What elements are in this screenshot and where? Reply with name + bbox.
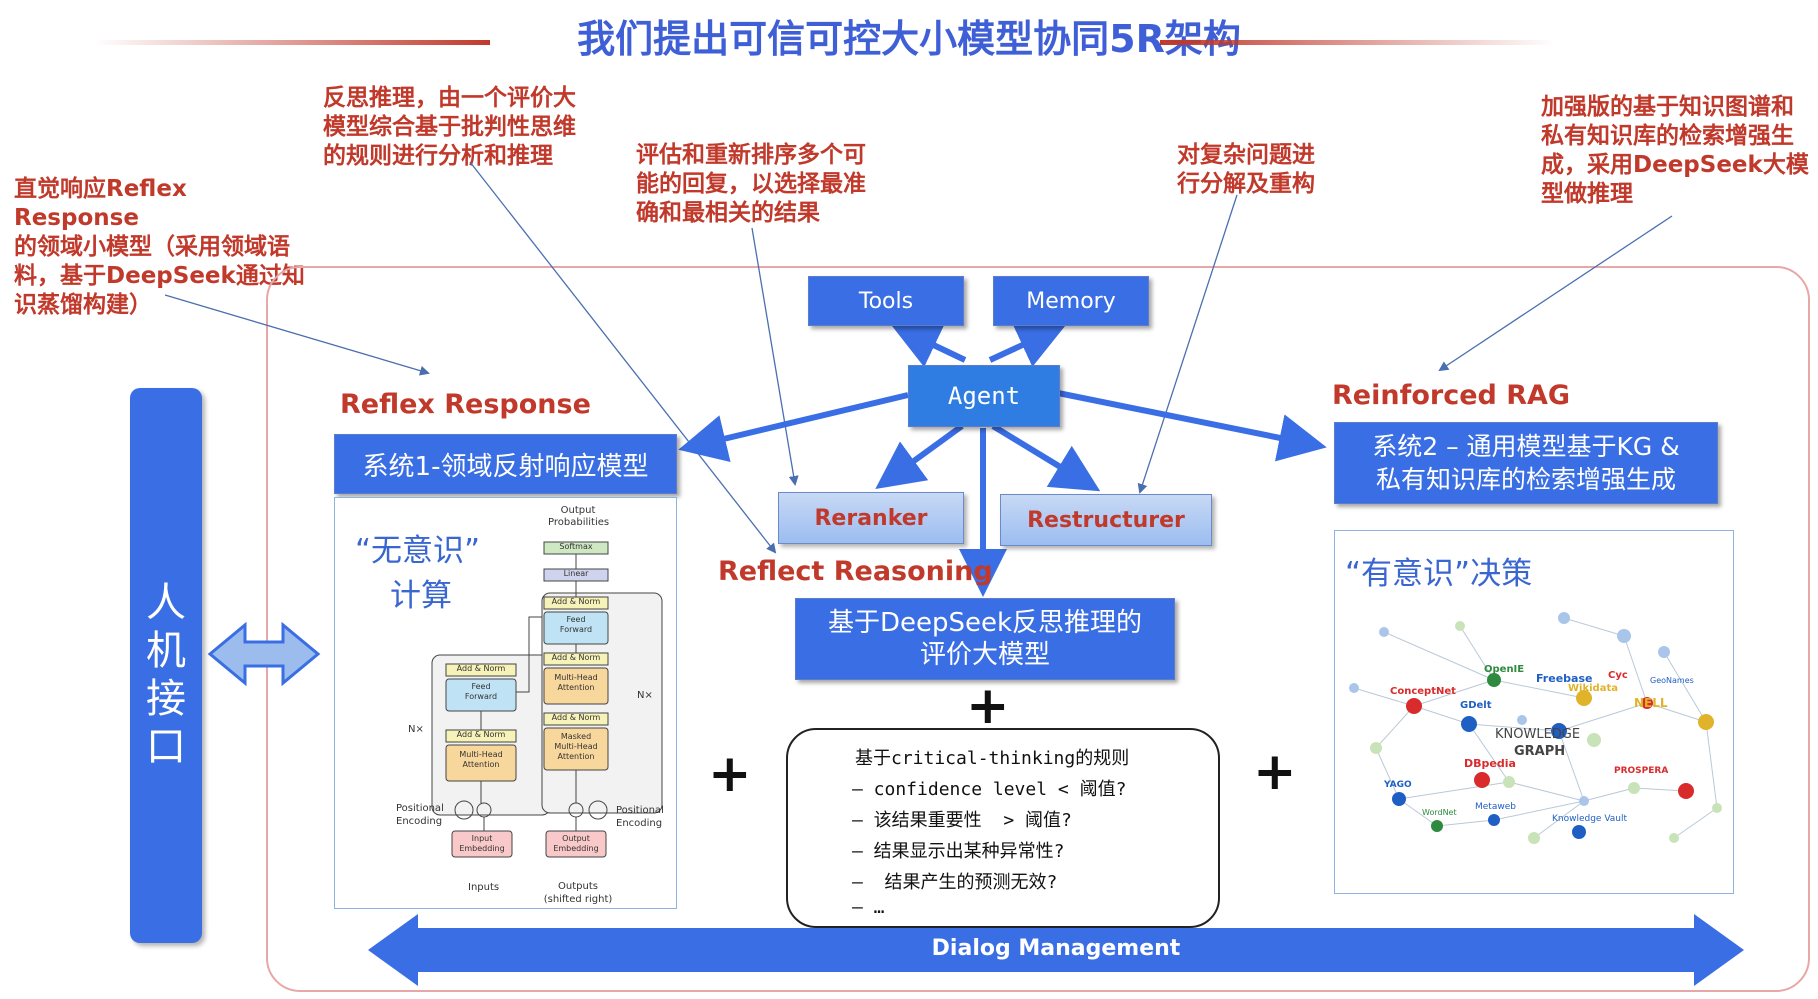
kg-label-geonames: GeoNames bbox=[1650, 676, 1694, 685]
kg-label-knowledge-vault: Knowledge Vault bbox=[1552, 814, 1628, 824]
reflex-model-box: 系统1-领域反射响应模型 bbox=[334, 434, 677, 494]
kg-label-graph: GRAPH bbox=[1514, 744, 1566, 759]
kg-label-metaweb: Metaweb bbox=[1475, 802, 1516, 812]
hmi-char: 机 bbox=[146, 628, 186, 674]
kg-label-conceptnet: ConceptNet bbox=[1390, 686, 1456, 697]
conscious-title: “有意识”决策 bbox=[1345, 556, 1533, 592]
hmi-char: 人 bbox=[146, 580, 186, 626]
tf-dec-addnorm-3: Add & Norm bbox=[551, 597, 601, 606]
kg-label-yago: YAGO bbox=[1384, 780, 1412, 790]
plus-sign: + bbox=[708, 744, 752, 804]
plus-sign: + bbox=[966, 676, 1010, 736]
rule-item: – 该结果重要性 > 阈值? bbox=[852, 810, 1072, 831]
knowledge-graph bbox=[1349, 612, 1722, 844]
tf-dec-addnorm-1: Add & Norm bbox=[551, 713, 601, 722]
title-line-left bbox=[95, 40, 490, 45]
tf-dec-nx: N× bbox=[637, 690, 653, 701]
rule-item: – confidence level < 阈值? bbox=[852, 779, 1127, 800]
rule-item: – 结果产生的预测无效? bbox=[852, 872, 1058, 893]
note-reranker: 评估和重新排序多个可能的回复，以选择最准 确和最相关的结果 bbox=[636, 142, 866, 226]
kg-label-freebase: Freebase bbox=[1536, 672, 1593, 685]
transformer-diagram bbox=[431, 541, 663, 858]
tf-linear: Linear bbox=[563, 569, 589, 578]
evaluator-model-box: 基于DeepSeek反思推理的评价大模型 bbox=[795, 598, 1175, 680]
note-restructurer: 对复杂问题进行分解及重构 bbox=[1177, 142, 1315, 197]
tf-enc-addnorm-2: Add & Norm bbox=[456, 664, 506, 673]
human-machine-interface bbox=[130, 388, 202, 943]
restructurer-box: Restructurer bbox=[1000, 494, 1212, 546]
tf-inputs: Inputs bbox=[468, 882, 500, 893]
hmi-char: 接 bbox=[146, 676, 186, 722]
unconscious-title: “无意识” bbox=[355, 533, 481, 569]
kg-label-wordnet: WordNet bbox=[1422, 808, 1457, 817]
tf-dec-addnorm-2: Add & Norm bbox=[551, 653, 601, 662]
memory-box: Memory bbox=[993, 276, 1149, 326]
kg-label-prospera: PROSPERA bbox=[1614, 766, 1669, 776]
kg-label-wikidata: Wikidata bbox=[1568, 683, 1618, 694]
kg-label-cyc: Cyc bbox=[1608, 670, 1628, 681]
tf-outputs: Outputs(shifted right) bbox=[543, 881, 613, 905]
rule-item: – 结果显示出某种异常性? bbox=[852, 841, 1065, 862]
page-title: 我们提出可信可控大小模型协同5R架构 bbox=[577, 17, 1241, 61]
hmi-char: 口 bbox=[146, 724, 186, 770]
rag-model-box: 系统2 – 通用模型基于KG &私有知识库的检索增强生成 bbox=[1334, 422, 1718, 504]
kg-label-openie: OpenIE bbox=[1484, 664, 1525, 675]
tf-enc-nx: N× bbox=[408, 724, 424, 735]
kg-label-knowledge: KNOWLEDGE bbox=[1495, 727, 1581, 742]
reranker-box: Reranker bbox=[778, 492, 964, 544]
kg-label-nell: NELL bbox=[1634, 696, 1668, 710]
rag-section-title: Reinforced RAG bbox=[1332, 380, 1571, 411]
tf-softmax: Softmax bbox=[559, 542, 593, 551]
agent-box: Agent bbox=[908, 365, 1060, 427]
reflex-section-title: Reflex Response bbox=[340, 389, 591, 420]
kg-label-gdelt: GDelt bbox=[1460, 700, 1492, 711]
note-reasoning: 反思推理，由一个评价大模型综合基于批判性思维 的规则进行分析和推理 bbox=[323, 85, 576, 169]
plus-sign: + bbox=[1253, 742, 1297, 802]
rule-heading: 基于critical-thinking的规则 bbox=[855, 748, 1130, 769]
unconscious-subtitle: 计算 bbox=[390, 578, 452, 614]
dialog-management-label: Dialog Management bbox=[931, 936, 1181, 961]
note-rag: 加强版的基于知识图谱和私有知识库的检索增强生 成，采用DeepSeek大模型做推… bbox=[1541, 94, 1809, 207]
tf-enc-addnorm-1: Add & Norm bbox=[456, 730, 506, 739]
title-line-right bbox=[1160, 40, 1555, 45]
rule-item: – … bbox=[852, 897, 885, 918]
reasoning-section-title: Reflect Reasoning bbox=[718, 556, 993, 587]
kg-label-dbpedia: DBpedia bbox=[1464, 757, 1516, 770]
tools-box: Tools bbox=[808, 276, 964, 326]
critical-thinking-rules bbox=[786, 728, 1220, 928]
